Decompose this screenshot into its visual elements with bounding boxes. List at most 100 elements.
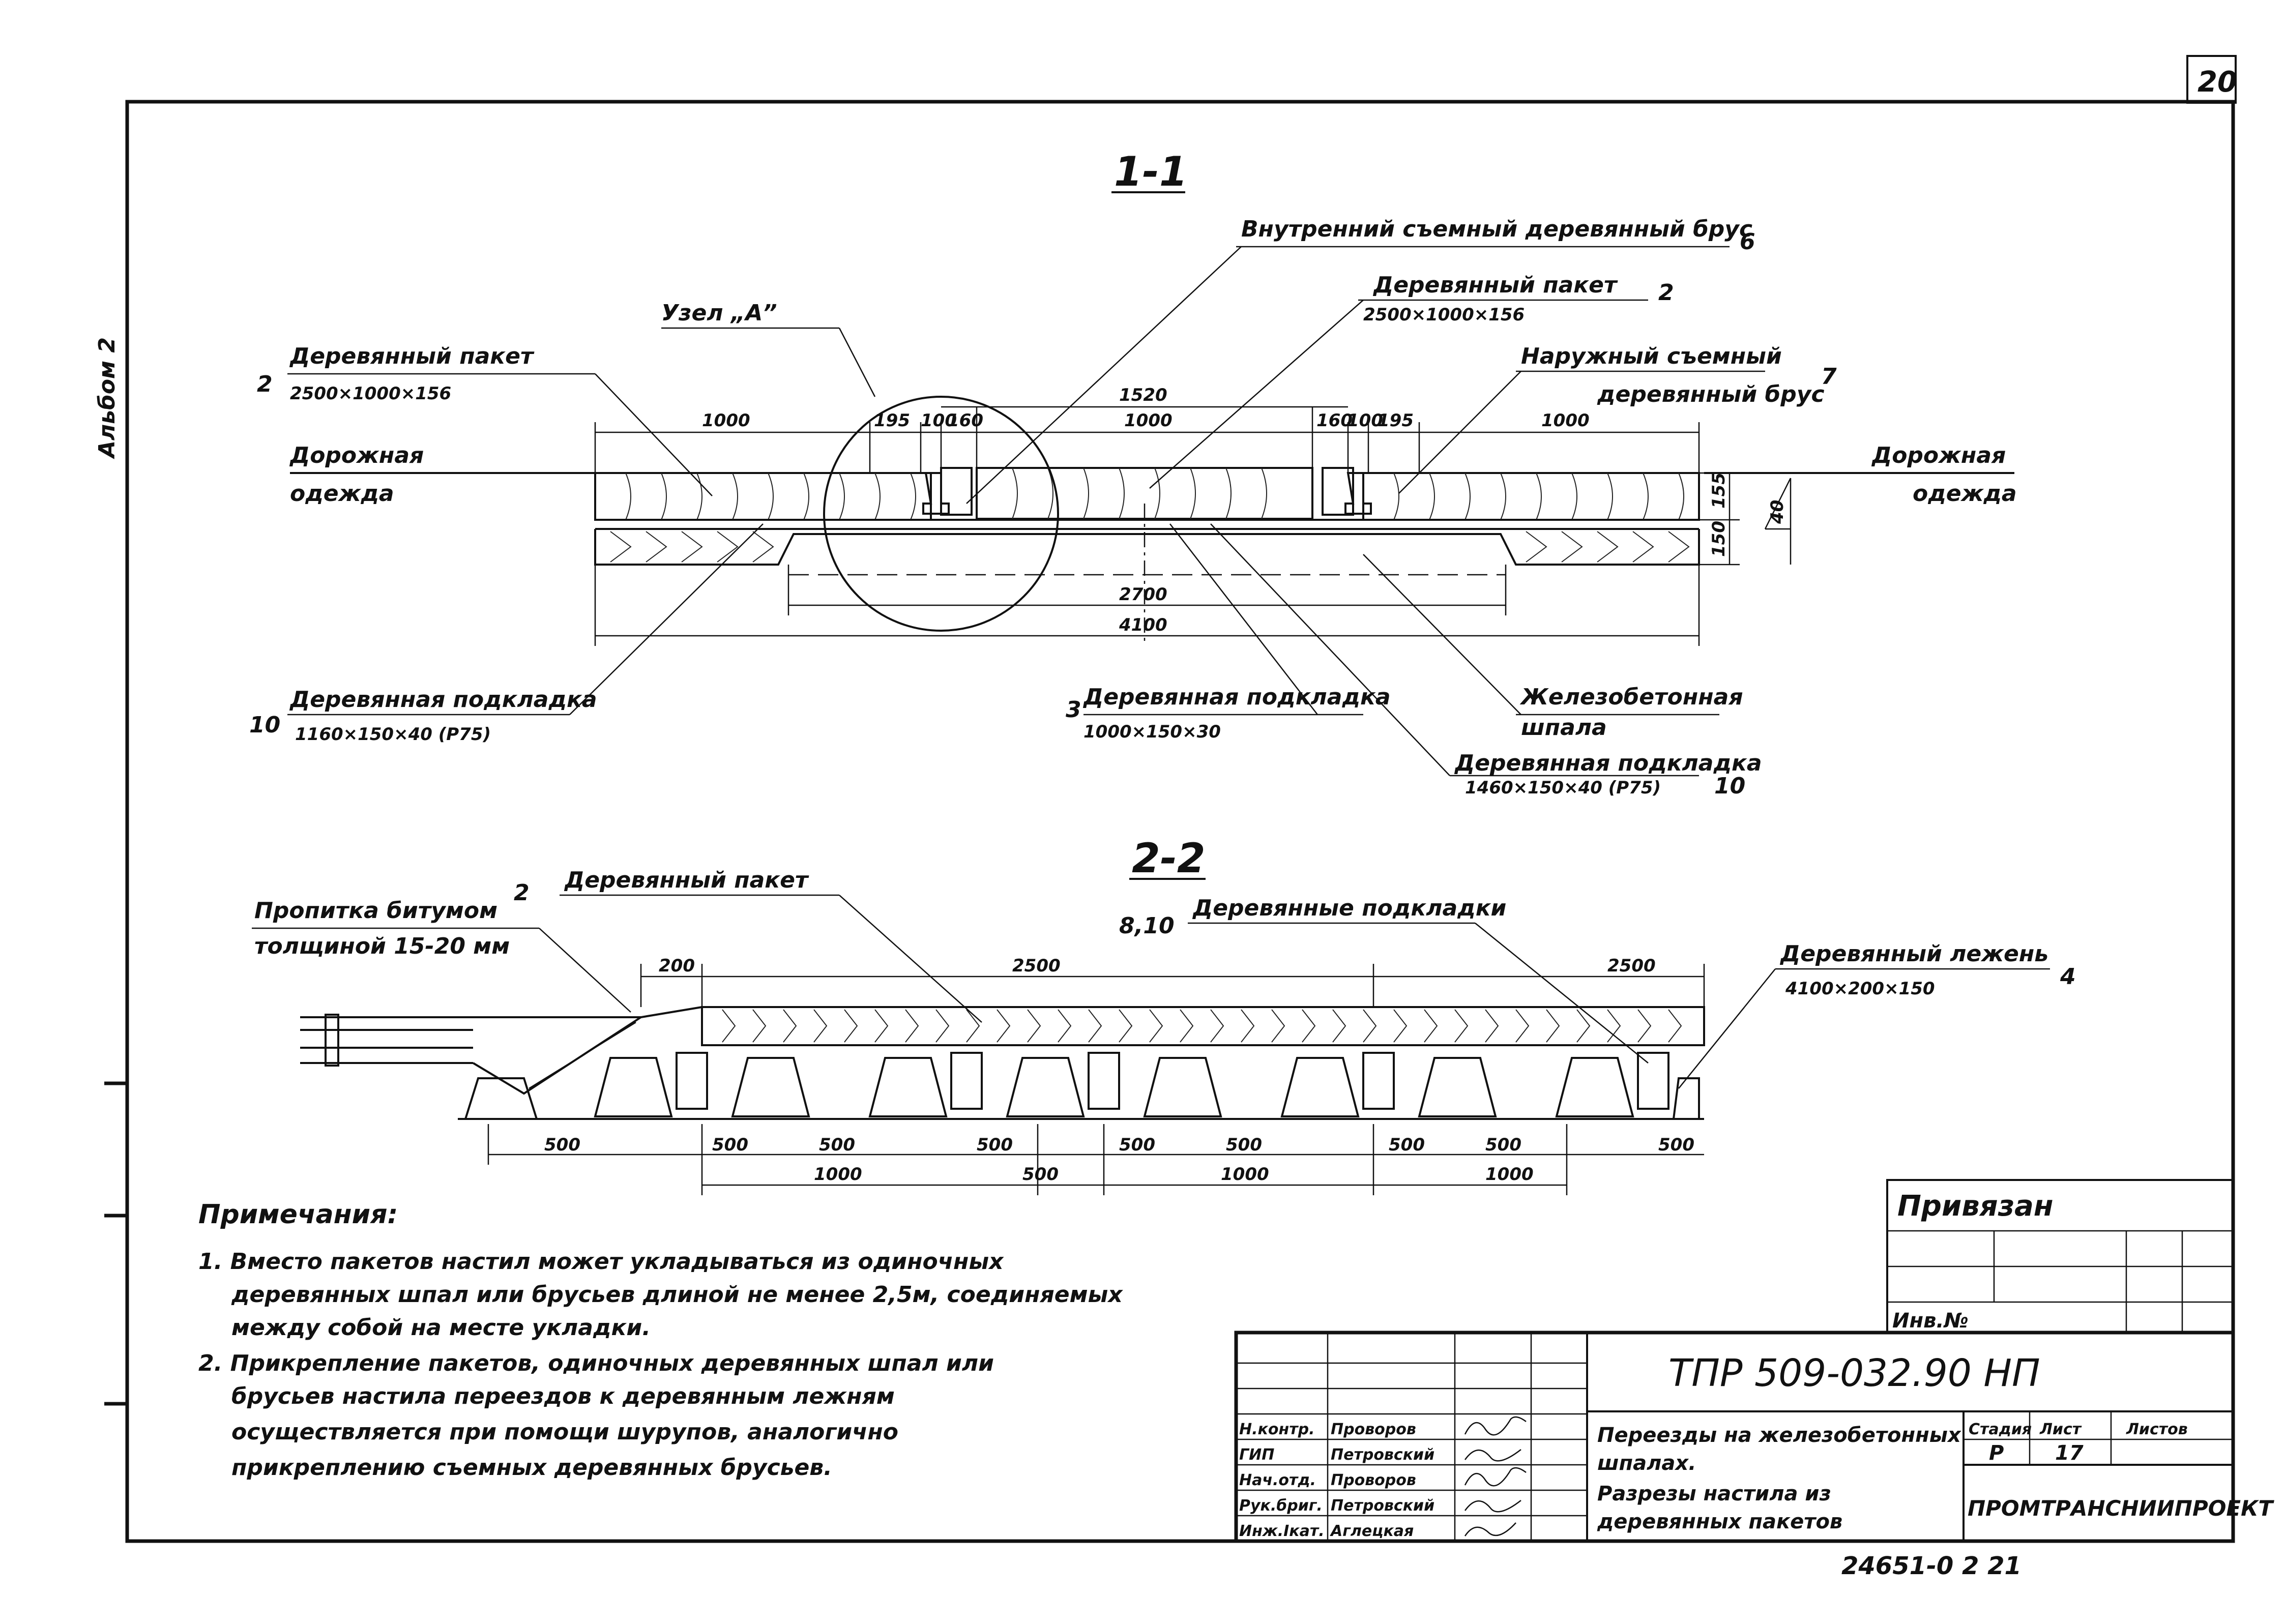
sheet-value: 17 — [2055, 1441, 2084, 1465]
leader-impregnation — [539, 928, 631, 1013]
note-line-3: между собой на месте укладки. — [231, 1315, 651, 1341]
dim-1520: 1520 — [1119, 385, 1167, 405]
stage-label: Стадия — [1969, 1421, 2032, 1438]
dim-2700: 2700 — [1119, 584, 1167, 605]
label-left-packet: Деревянный пакет — [289, 343, 535, 369]
dim-1000-right: 1000 — [1541, 410, 1590, 431]
role-4: Рук.бриг. — [1239, 1497, 1323, 1515]
label-pad-center-num: 3 — [1066, 697, 1081, 723]
note-line-1: 1. Вместо пакетов настил может укладыват… — [198, 1249, 1004, 1275]
label-pad-center: Деревянная подкладка — [1082, 684, 1391, 710]
dims-top — [594, 406, 1700, 473]
dim-1000-left: 1000 — [702, 410, 750, 431]
label-inner-beam-num: 6 — [1740, 229, 1755, 255]
page-number-box — [2186, 55, 2237, 104]
label-pad-center-size: 1000×150×30 — [1083, 722, 1221, 742]
dims-vertical — [1699, 472, 1792, 566]
label-road-right-2: одежда — [1913, 481, 2017, 507]
label-pad-left-size: 1160×150×40 (Р75) — [295, 724, 491, 745]
name-5: Аглецкая — [1330, 1522, 1414, 1540]
title-block: Привязан Инв.№ Н.контр. ГИП Нач.отд. Рук… — [1234, 1179, 2274, 1580]
dim-100-right: 100 — [1347, 410, 1383, 431]
leader-outer-beam — [1398, 371, 1521, 494]
rc-sleeper — [594, 529, 1700, 576]
leader-pad-left — [569, 523, 764, 715]
dim-150: 150 — [1709, 521, 1729, 557]
dim-4100: 4100 — [1119, 615, 1167, 635]
rail-left — [922, 472, 950, 515]
dim-b500-2: 500 — [712, 1135, 748, 1155]
name-2: Петровский — [1331, 1446, 1434, 1464]
dim-160-right: 160 — [1316, 410, 1353, 431]
bitumen-ramp — [472, 1006, 702, 1095]
privyazan-label: Привязан — [1897, 1190, 2054, 1223]
dim-b500-1: 500 — [544, 1135, 580, 1155]
label-outer-beam-2: деревянный брус — [1597, 381, 1825, 407]
dim-b500-3: 500 — [819, 1135, 855, 1155]
notes-block: Примечания: 1. Вместо пакетов настил мож… — [198, 1199, 1123, 1481]
section-1-title: 1-1 — [1114, 148, 1188, 195]
leader-pad-center — [1169, 523, 1318, 715]
leader-center-packet — [1149, 300, 1364, 489]
dims-2-2 — [487, 964, 1705, 1195]
sheet-label: Лист — [2039, 1421, 2082, 1438]
dim-100-left: 100 — [921, 410, 957, 431]
dim-2500-b: 2500 — [1607, 956, 1656, 976]
node-a-label: Узел „А” — [661, 300, 777, 326]
sheets-label: Листов — [2126, 1421, 2188, 1438]
label-impregnation-1: Пропитка битумом — [254, 898, 497, 924]
stamp-frame — [1234, 1331, 2235, 1543]
dim-b500-6: 500 — [1226, 1135, 1262, 1155]
dim-200: 200 — [659, 956, 695, 976]
road-layers-left — [300, 1014, 641, 1067]
dims-bottom — [594, 504, 1700, 646]
title-line-2: шпалах. — [1597, 1452, 1696, 1475]
dim-b500-8: 500 — [1485, 1135, 1521, 1155]
label-packet-2-2: Деревянный пакет — [564, 867, 809, 893]
dim-c1000-1: 1000 — [814, 1164, 862, 1185]
dim-b500-7: 500 — [1389, 1135, 1425, 1155]
label-beam-size: 4100×200×150 — [1785, 979, 1935, 999]
signatures — [1464, 1416, 1527, 1537]
label-pad-right: Деревянная подкладка — [1454, 750, 1762, 776]
name-4: Петровский — [1331, 1497, 1434, 1515]
dim-160-left: 160 — [947, 410, 983, 431]
role-3: Нач.отд. — [1239, 1471, 1316, 1489]
label-left-packet-num: 2 — [257, 371, 273, 397]
label-road-right-1: Дорожная — [1871, 442, 2006, 468]
role-1: Н.контр. — [1239, 1421, 1314, 1438]
name-1: Проворов — [1331, 1421, 1416, 1438]
note-line-6: осуществляется при помощи шурупов, анало… — [231, 1419, 898, 1445]
note-line-5: брусьев настила переездов к деревянным л… — [231, 1383, 895, 1409]
dim-195-left: 195 — [874, 410, 910, 431]
label-inner-beam: Внутренний съемный деревянный брус — [1241, 216, 1752, 242]
dim-195-right: 195 — [1378, 410, 1414, 431]
title-line-1: Переезды на железобетонных — [1597, 1424, 1961, 1447]
section-2-2: 2-2 — [252, 835, 2076, 1195]
label-beam-2-2: Деревянный лежень — [1779, 941, 2048, 967]
inv-no-label: Инв.№ — [1892, 1309, 1969, 1333]
label-sleeper-1: Железобетонная — [1519, 684, 1743, 710]
label-sleeper-2: шпала — [1521, 715, 1607, 741]
label-pads-num: 8,10 — [1119, 913, 1175, 939]
dim-b500-5: 500 — [1119, 1135, 1155, 1155]
bottom-code: 24651-0 2 21 — [1841, 1552, 2022, 1580]
label-center-packet: Деревянный пакет — [1372, 272, 1618, 298]
note-line-2: деревянных шпал или брусьев длиной не ме… — [231, 1282, 1123, 1308]
dim-1000-center: 1000 — [1124, 410, 1173, 431]
leader-sleeper — [1363, 554, 1521, 715]
role-5: Инж.Iкат. — [1239, 1522, 1325, 1540]
label-center-packet-num: 2 — [1658, 280, 1674, 306]
leader-packet-2-2 — [839, 895, 982, 1023]
label-impregnation-num: 2 — [514, 880, 530, 906]
sleepers-2-2 — [458, 1052, 1704, 1120]
label-beam-num: 4 — [2060, 964, 2076, 990]
label-road-left-1: Дорожная — [289, 442, 424, 468]
rail-right — [1344, 472, 1372, 515]
name-3: Проворов — [1331, 1471, 1416, 1489]
node-a-leader — [838, 328, 876, 397]
label-pad-left: Деревянная подкладка — [289, 687, 597, 713]
page-number: 20 — [2198, 66, 2237, 99]
label-outer-beam-1: Наружный съемный — [1521, 343, 1782, 369]
dim-b500-4: 500 — [977, 1135, 1013, 1155]
